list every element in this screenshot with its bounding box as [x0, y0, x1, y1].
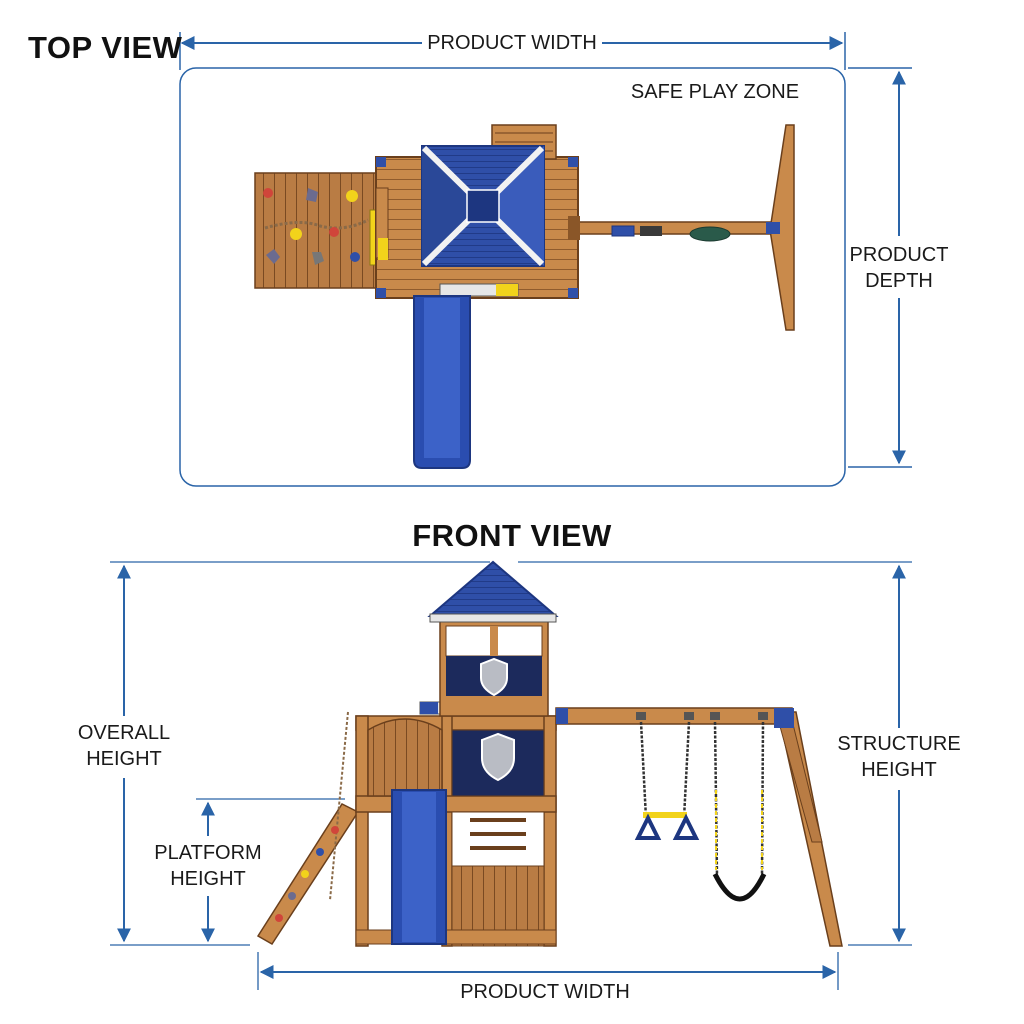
front-view: [110, 560, 912, 990]
top-swing-beam: [568, 124, 795, 331]
front-view-title: FRONT VIEW: [412, 518, 612, 553]
overall-height-label-line-1: OVERALL: [77, 722, 171, 744]
structure-height-label-line-1: STRUCTURE: [837, 733, 961, 755]
platform-height-label-line-2: HEIGHT: [170, 868, 246, 890]
top-product-width-label: PRODUCT WIDTH: [427, 32, 597, 54]
front-tower: [427, 560, 559, 717]
structure-height-label-line-2: HEIGHT: [861, 759, 937, 781]
front-belt-swing: [712, 721, 767, 902]
front-product-width-label: PRODUCT WIDTH: [460, 981, 630, 1003]
front-swing-frame: [555, 707, 843, 947]
top-slide: [413, 295, 471, 469]
safe-play-zone-outline: [179, 67, 846, 487]
top-view: [179, 32, 912, 487]
safe-play-zone-label: SAFE PLAY ZONE: [630, 81, 800, 103]
front-play-deck: [355, 701, 557, 947]
top-view-title: TOP VIEW: [28, 30, 183, 65]
top-product-depth-label-line-1: PRODUCT: [849, 244, 949, 266]
front-trapeze-swing: [634, 721, 700, 840]
top-roof: [421, 145, 545, 267]
top-rock-wall: [254, 172, 383, 289]
platform-height-label-line-1: PLATFORM: [154, 842, 262, 864]
front-rock-wall: [256, 711, 360, 946]
overall-height-label-line-2: HEIGHT: [86, 748, 162, 770]
top-product-depth-label-line-2: DEPTH: [865, 270, 933, 292]
front-slide: [391, 789, 447, 945]
